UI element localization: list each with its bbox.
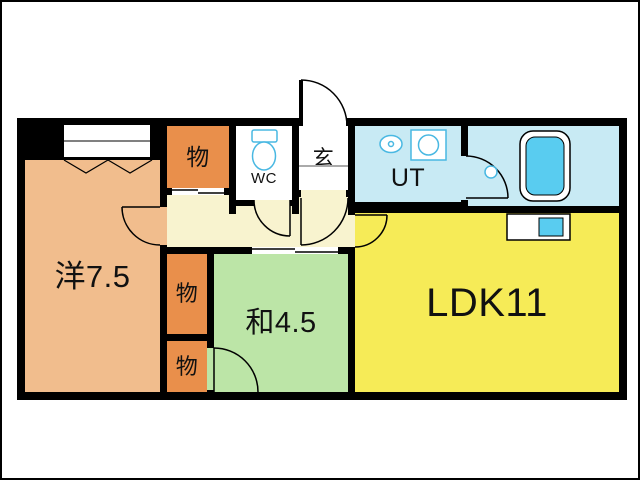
room-western-label: 洋7.5 — [54, 258, 131, 294]
room-western: 洋7.5 — [25, 160, 160, 392]
room-utility-label: UT — [390, 163, 426, 192]
room-closet-bottom: 物 — [167, 341, 207, 392]
room-japanese-label: 和4.5 — [245, 306, 317, 339]
room-japanese: 和4.5 — [214, 254, 348, 392]
opening-bath — [461, 156, 468, 200]
opening-japanese-closet — [207, 348, 214, 390]
room-closet-mid: 物 — [167, 254, 207, 334]
opening-entrance-hall — [301, 190, 346, 197]
opening-western — [160, 207, 167, 245]
room-ldk: LDK11 — [355, 213, 619, 392]
opening-closet-top — [172, 188, 224, 195]
room-closet-top-label: 物 — [186, 143, 210, 170]
room-closet-bottom-label: 物 — [175, 353, 199, 379]
room-utility: UT — [355, 126, 461, 202]
room-closet-mid-label: 物 — [175, 281, 199, 306]
hallway — [167, 214, 348, 247]
opening-japanese-hall — [252, 247, 338, 254]
opening-wc — [254, 200, 290, 206]
room-ldk-label: LDK11 — [426, 280, 548, 325]
room-closet-top: 物 — [167, 126, 229, 188]
room-bath — [468, 126, 619, 206]
room-entrance-label: 玄 — [312, 146, 335, 170]
opening-entrance-exterior — [301, 118, 346, 126]
room-wc-label: WC — [251, 169, 277, 187]
room-wc: WC — [236, 126, 292, 200]
room-entrance: 玄 — [299, 126, 348, 190]
opening-ldk — [348, 215, 355, 247]
